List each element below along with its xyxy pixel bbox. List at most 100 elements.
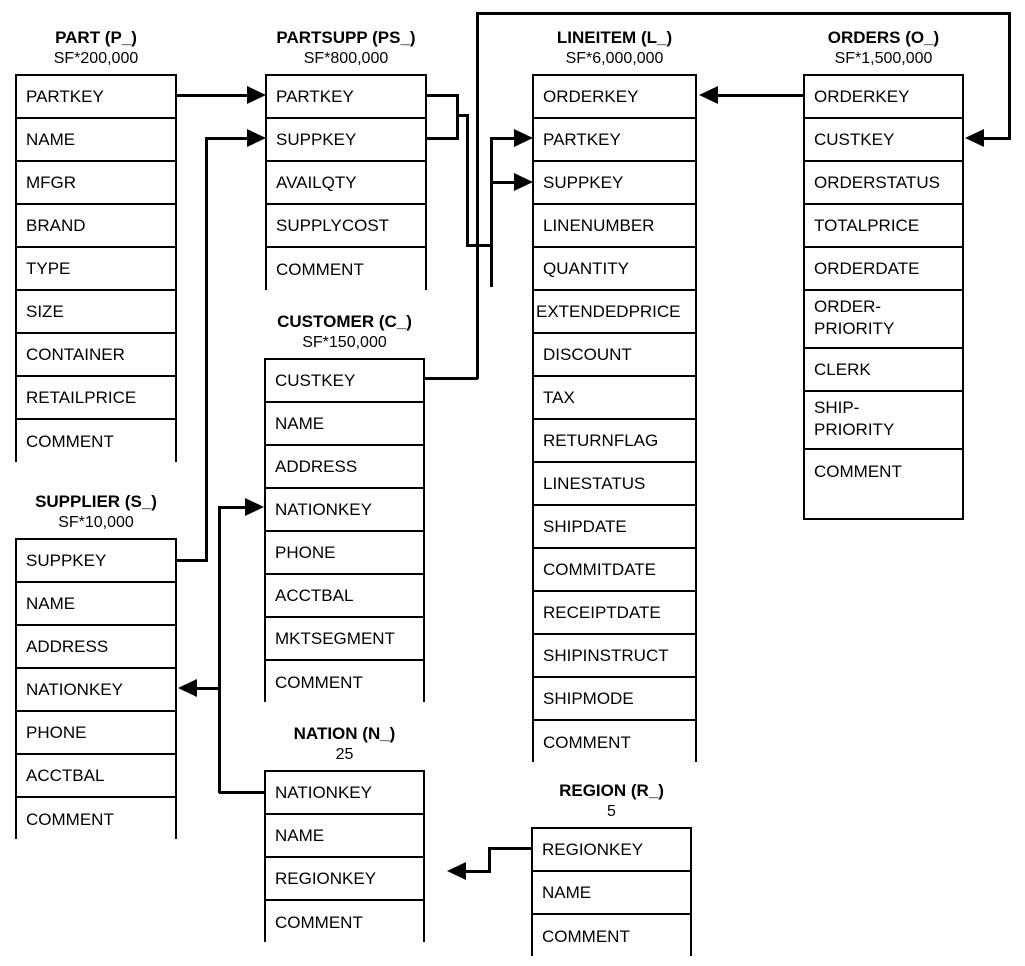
arrowhead-customer-nationkey: [245, 498, 264, 516]
arrowhead-nation-regionkey: [447, 862, 466, 880]
table-customer-box: CUSTKEY NAME ADDRESS NATIONKEY PHONE ACC…: [264, 358, 425, 704]
column-part-partkey: PARTKEY: [17, 76, 175, 119]
edge-lineitem-partkey-branch: [490, 137, 522, 140]
column-customer-acctbal: ACCTBAL: [266, 575, 423, 618]
table-supplier-title: SUPPLIER (S_): [35, 492, 157, 511]
column-partsupp-suppkey: SUPPKEY: [267, 119, 425, 162]
arrowhead-partsupp-partkey: [247, 86, 266, 104]
table-orders-box: ORDERKEY CUSTKEY ORDERSTATUS TOTALPRICE …: [803, 74, 964, 520]
edge-region-regionkey-drop: [488, 847, 491, 873]
table-customer-title: CUSTOMER (C_): [277, 312, 412, 331]
column-customer-name: NAME: [266, 403, 423, 446]
edge-supplier-suppkey-stub: [177, 559, 208, 562]
column-supplier-name: NAME: [17, 583, 175, 626]
arrowhead-lineitem-suppkey: [514, 173, 533, 191]
column-orders-orderstatus: ORDERSTATUS: [805, 162, 962, 205]
column-orders-shippriority: SHIP- PRIORITY: [805, 392, 962, 450]
column-orders-totalprice: TOTALPRICE: [805, 205, 962, 248]
column-partsupp-availqty: AVAILQTY: [267, 162, 425, 205]
column-partsupp-partkey: PARTKEY: [267, 76, 425, 119]
arrowhead-partsupp-suppkey: [247, 129, 266, 147]
column-customer-phone: PHONE: [266, 532, 423, 575]
column-nation-nationkey: NATIONKEY: [266, 772, 423, 815]
column-lineitem-linenumber: LINENUMBER: [534, 205, 695, 248]
table-supplier-cardinality: SF*10,000: [58, 514, 134, 531]
column-partsupp-comment: COMMENT: [267, 248, 425, 291]
edge-lineitem-suppkey-branch: [490, 181, 522, 184]
column-supplier-acctbal: ACCTBAL: [17, 755, 175, 798]
column-orders-comment: COMMENT: [805, 450, 962, 493]
edge-customer-custkey-top-run: [476, 12, 1011, 15]
edge-partsupp-merge-to-fork: [466, 244, 492, 247]
column-supplier-nationkey: NATIONKEY: [17, 669, 175, 712]
column-part-container: CONTAINER: [17, 334, 175, 377]
table-partsupp-cardinality: SF*800,000: [303, 50, 389, 67]
column-customer-mktsegment: MKTSEGMENT: [266, 618, 423, 661]
column-customer-address: ADDRESS: [266, 446, 423, 489]
column-supplier-comment: COMMENT: [17, 798, 175, 841]
column-supplier-address: ADDRESS: [17, 626, 175, 669]
column-supplier-phone: PHONE: [17, 712, 175, 755]
edge-region-regionkey-stub: [489, 847, 532, 850]
column-lineitem-shipmode: SHIPMODE: [534, 678, 695, 721]
column-lineitem-suppkey: SUPPKEY: [534, 162, 695, 205]
edge-nation-to-customer-nationkey: [218, 506, 252, 509]
column-lineitem-partkey: PARTKEY: [534, 119, 695, 162]
column-region-regionkey: REGIONKEY: [533, 829, 690, 872]
table-lineitem-title: LINEITEM (L_): [556, 28, 673, 47]
edge-nation-to-supplier-nationkey: [196, 687, 220, 690]
column-lineitem-extendedprice: EXTENDEDPRICE: [534, 291, 695, 334]
column-region-comment: COMMENT: [533, 915, 690, 958]
column-lineitem-quantity: QUANTITY: [534, 248, 695, 291]
edge-customer-custkey-stub: [425, 377, 478, 380]
edge-nation-nationkey-riser: [218, 506, 221, 793]
column-customer-comment: COMMENT: [266, 661, 423, 704]
column-lineitem-tax: TAX: [534, 377, 695, 420]
table-region-cardinality: 5: [607, 803, 616, 820]
column-supplier-suppkey: SUPPKEY: [17, 540, 175, 583]
table-nation-box: NATIONKEY NAME REGIONKEY COMMENT: [264, 770, 425, 944]
table-nation-cardinality: 25: [335, 746, 354, 763]
column-customer-nationkey: NATIONKEY: [266, 489, 423, 532]
edge-lineitem-fork-bracket: [490, 137, 493, 287]
edge-orders-custkey-approach: [983, 137, 1011, 140]
column-lineitem-comment: COMMENT: [534, 721, 695, 764]
table-nation-title: NATION (N_): [293, 724, 396, 743]
column-nation-name: NAME: [266, 815, 423, 858]
table-orders-title: ORDERS (O_): [827, 28, 940, 47]
edge-region-to-nation-regionkey: [466, 870, 490, 873]
arrowhead-supplier-nationkey: [178, 679, 197, 697]
edge-orders-custkey-drop: [1008, 12, 1011, 138]
arrowhead-lineitem-partkey: [514, 129, 533, 147]
arrowhead-lineitem-orderkey: [699, 86, 718, 104]
table-lineitem-box: ORDERKEY PARTKEY SUPPKEY LINENUMBER QUAN…: [532, 74, 697, 764]
edge-orders-orderkey-to-lineitem-orderkey: [717, 94, 803, 97]
column-lineitem-shipdate: SHIPDATE: [534, 506, 695, 549]
column-part-comment: COMMENT: [17, 420, 175, 463]
arrowhead-orders-custkey: [965, 129, 984, 147]
table-lineitem-cardinality: SF*6,000,000: [565, 50, 664, 67]
edge-supplier-suppkey-riser: [205, 137, 208, 561]
table-region-title: REGION (R_): [559, 781, 664, 800]
table-part-box: PARTKEY NAME MFGR BRAND TYPE SIZE CONTAI…: [15, 74, 177, 463]
column-part-name: NAME: [17, 119, 175, 162]
edge-part-partkey-to-partsupp-partkey: [177, 94, 249, 97]
table-supplier-box: SUPPKEY NAME ADDRESS NATIONKEY PHONE ACC…: [15, 538, 177, 841]
table-part-cardinality: SF*200,000: [53, 50, 139, 67]
edge-partsupp-partkey-stub: [427, 94, 458, 97]
column-nation-regionkey: REGIONKEY: [266, 858, 423, 901]
column-lineitem-discount: DISCOUNT: [534, 334, 695, 377]
table-orders-cardinality: SF*1,500,000: [834, 50, 933, 67]
column-orders-orderkey: ORDERKEY: [805, 76, 962, 119]
column-lineitem-orderkey: ORDERKEY: [534, 76, 695, 119]
edge-partsupp-merge-drop: [466, 114, 469, 246]
table-part-title: PART (P_): [55, 28, 137, 47]
column-part-brand: BRAND: [17, 205, 175, 248]
column-orders-orderdate: ORDERDATE: [805, 248, 962, 291]
column-part-mfgr: MFGR: [17, 162, 175, 205]
column-lineitem-linestatus: LINESTATUS: [534, 463, 695, 506]
column-region-name: NAME: [533, 872, 690, 915]
column-lineitem-receiptdate: RECEIPTDATE: [534, 592, 695, 635]
edge-nation-nationkey-stub: [219, 791, 266, 794]
